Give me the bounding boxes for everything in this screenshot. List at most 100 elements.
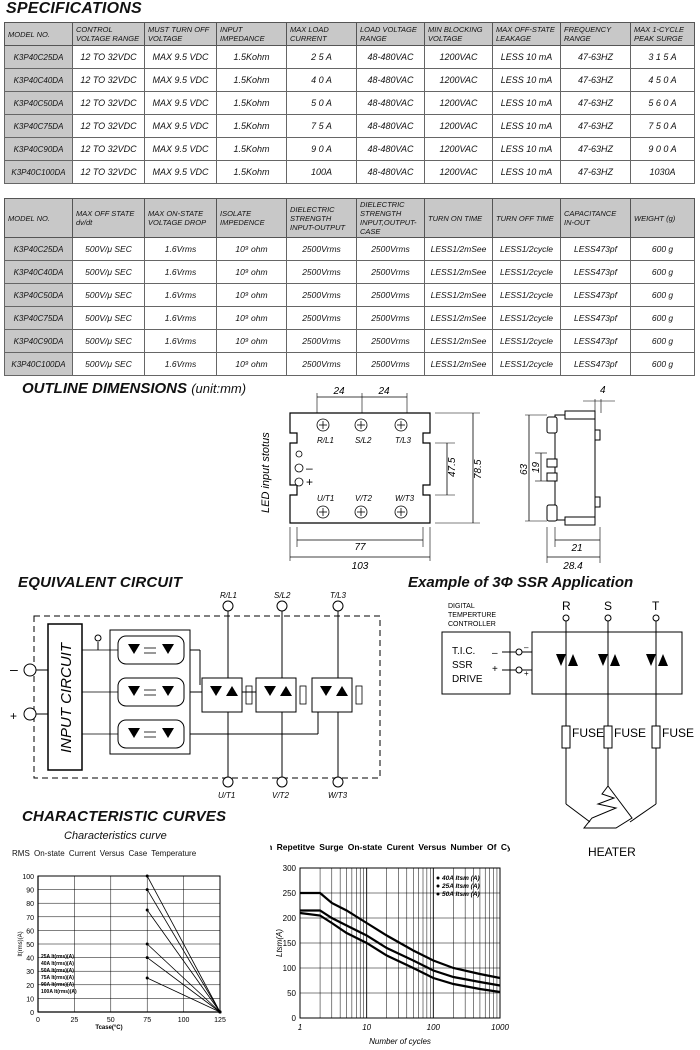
spec-cell: 12 TO 32VDC (72, 137, 145, 161)
output-terminals (222, 600, 344, 788)
spec-cell: LESS1/2cycle (492, 329, 561, 353)
model-cell: K3P40C50DA (4, 91, 73, 115)
chart1-ylabel: It(rms)(A) (18, 931, 24, 956)
chart1-xtick: 50 (107, 1017, 115, 1024)
chart1-xtick: 0 (36, 1017, 40, 1024)
chart1-subtitle: RMS On-state Current Versus Case Tempera… (12, 849, 197, 858)
chart1-point (145, 976, 149, 980)
outline-drawing: 24 24 R/L1 S/L2 T/L3 U/T1 V/T2 W/T3 – + … (260, 385, 615, 570)
chart1-ytick: 10 (26, 996, 34, 1003)
spec-cell: 100A (286, 160, 357, 184)
dim-24b: 24 (377, 386, 390, 397)
chart1-point (145, 888, 149, 892)
chart1-ytick: 50 (26, 942, 34, 949)
chart2-ytick: 0 (292, 1014, 297, 1023)
spec-cell: LESS 10 mA (492, 137, 561, 161)
spec-cell: LESS 10 mA (492, 45, 561, 69)
chart1-legend-entry: 75A It(rms)(A) (41, 975, 74, 981)
spec-cell: 12 TO 32VDC (72, 91, 145, 115)
spec-cell: LESS1/2mSee (424, 237, 493, 261)
equiv-t-l3: T/L3 (330, 591, 347, 600)
terminal-u-t1: U/T1 (317, 494, 334, 503)
table2-header-7: TURN OFF TIME (492, 198, 561, 238)
terminal-t-l3: T/L3 (395, 436, 412, 445)
spec-cell: 600 g (630, 306, 695, 330)
spec-cell: MAX 9.5 VDC (144, 91, 217, 115)
side-view (546, 410, 601, 526)
table1-header-7: MAX OFF-STATE LEAKAGE (492, 22, 561, 46)
equiv-v-t2: V/T2 (272, 791, 289, 800)
dim-78-5: 78.5 (473, 459, 484, 479)
dim-63: 63 (519, 463, 530, 475)
spec-cell: 2500Vrms (286, 237, 357, 261)
spec-cell: 1200VAC (424, 137, 493, 161)
table1-header-0: MODEL NO. (4, 22, 73, 46)
spec-cell: LESS473pf (560, 237, 631, 261)
spec-cell: 48-480VAC (356, 68, 425, 92)
char-curves-title: CHARACTERISTIC CURVES (22, 808, 227, 825)
example-minus-label: – (492, 648, 498, 659)
chart1-series-line (146, 889, 221, 1013)
equiv-circuit-title: EQUIVALENT CIRCUIT (18, 574, 183, 591)
spec-cell: 500V/μ SEC (72, 237, 145, 261)
spec-cell: MAX 9.5 VDC (144, 137, 217, 161)
opto-symbols (128, 644, 174, 738)
chart2-series-line (299, 911, 501, 994)
spec-cell: 10⁹ ohm (216, 260, 287, 284)
chart2-frame (299, 867, 501, 1019)
spec-cell: LESS1/2cycle (492, 260, 561, 284)
spec-cell: 47-63HZ (560, 45, 631, 69)
chart2-ytick: 100 (283, 964, 297, 973)
spec-cell: 2500Vrms (286, 283, 357, 307)
chart1-ytick: 100 (22, 874, 34, 881)
spec-cell: 2500Vrms (356, 237, 425, 261)
spec-cell: 2500Vrms (286, 260, 357, 284)
spec-cell: 3 1 5 A (630, 45, 695, 69)
table1-header-9: MAX 1-CYCLE PEAK SURGE (630, 22, 695, 46)
spec-cell: MAX 9.5 VDC (144, 68, 217, 92)
chart2-legend-marker (436, 884, 440, 888)
spec-cell: 500V/μ SEC (72, 306, 145, 330)
spec-cell: LESS473pf (560, 306, 631, 330)
chart1-ytick: 30 (26, 969, 34, 976)
spec-cell: 1.5Kohm (216, 45, 287, 69)
spec-cell: 4 0 A (286, 68, 357, 92)
spec-cell: 47-63HZ (560, 137, 631, 161)
spec-cell: 1.5Kohm (216, 91, 287, 115)
spec-cell: 2500Vrms (356, 260, 425, 284)
spec-cell: 2 5 A (286, 45, 357, 69)
equiv-plus: + (10, 709, 17, 723)
spec-cell: 5 0 A (286, 91, 357, 115)
chart2-xtick: 10 (362, 1023, 371, 1032)
dim-103: 103 (352, 561, 369, 570)
spec-cell: LESS473pf (560, 260, 631, 284)
chart1-xtick: 75 (143, 1017, 151, 1024)
spec-cell: LESS1/2cycle (492, 352, 561, 376)
chart2-xtick: 100 (427, 1023, 441, 1032)
spec-cell: 1200VAC (424, 68, 493, 92)
dim-24a: 24 (332, 386, 345, 397)
chart1-xtick: 100 (178, 1017, 190, 1024)
spec-cell: 600 g (630, 283, 695, 307)
example-minus-2: – (524, 643, 529, 652)
spec-cell: 1.6Vrms (144, 283, 217, 307)
outline-title-text: OUTLINE DIMENSIONS (22, 380, 188, 397)
table2-header-0: MODEL NO. (4, 198, 73, 238)
spec-cell: 2500Vrms (356, 283, 425, 307)
spec-cell: 1.5Kohm (216, 137, 287, 161)
table1-header-5: LOAD VOLTAGE RANGE (356, 22, 425, 46)
dim-47-5: 47.5 (447, 457, 458, 477)
spec-cell: LESS 10 mA (492, 114, 561, 138)
spec-cell: 600 g (630, 352, 695, 376)
model-cell: K3P40C90DA (4, 137, 73, 161)
chart1-ytick: 70 (26, 915, 34, 922)
spec-cell: LESS 10 mA (492, 68, 561, 92)
spec-cell: 48-480VAC (356, 91, 425, 115)
